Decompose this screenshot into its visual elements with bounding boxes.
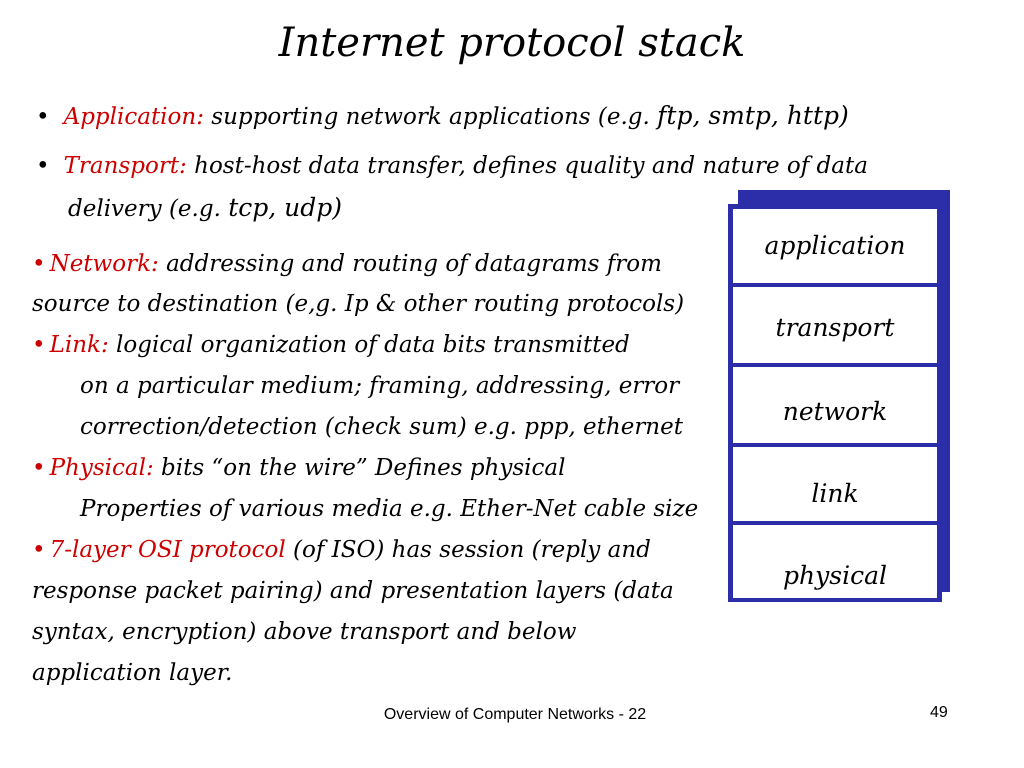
bullet-network-cont: source to destination (e,g. Ip & other r…: [32, 291, 685, 317]
stack-layer-physical: physical: [733, 525, 937, 598]
page-number: 49: [930, 704, 948, 721]
bullet-protocols: ftp, smtp, http): [657, 101, 849, 130]
stack-layer-label: transport: [775, 313, 895, 342]
bullet-osi: •7-layer OSI protocol (of ISO) has sessi…: [32, 530, 651, 570]
bullet-label: Transport:: [63, 153, 187, 179]
stack-layer-application: application: [733, 209, 937, 283]
bullet-osi-cont: response packet pairing) and presentatio…: [32, 578, 674, 604]
bullet-dot-icon: •: [32, 537, 46, 563]
bullet-dot-icon: •: [32, 332, 46, 358]
bullet-text: delivery (e.g.: [68, 196, 221, 222]
bullet-label: Link:: [49, 332, 109, 358]
bullet-dot-icon: •: [36, 153, 50, 179]
bullet-label: Network:: [49, 251, 159, 277]
stack-layer-link: link: [733, 447, 937, 521]
bullet-text: host-host data transfer, defines quality…: [194, 153, 868, 179]
bullet-application: • Application: supporting network applica…: [36, 96, 849, 137]
bullet-label: Application:: [63, 104, 204, 130]
bullet-text: (of ISO) has session (reply and: [293, 537, 651, 563]
bullet-dot-icon: •: [32, 455, 46, 481]
stack-layer-label: application: [764, 231, 906, 260]
bullet-osi-cont: application layer.: [32, 660, 233, 686]
bullet-dot-icon: •: [32, 251, 46, 277]
bullet-text: logical organization of data bits transm…: [116, 332, 630, 358]
bullet-dot-icon: •: [36, 104, 50, 130]
stack-layer-label: network: [782, 397, 888, 426]
bullet-text: bits “on the wire” Defines physical: [161, 455, 566, 481]
stack-layer-label: physical: [783, 561, 887, 590]
bullet-protocols: tcp, udp): [228, 193, 343, 222]
bullet-network: •Network: addressing and routing of data…: [32, 244, 662, 284]
bullet-transport: • Transport: host-host data transfer, def…: [36, 146, 868, 186]
bullet-transport-cont: delivery (e.g. tcp, udp): [68, 188, 342, 229]
bullet-label: Physical:: [49, 455, 154, 481]
stack-layer-network: network: [733, 367, 937, 443]
stack-layer-label: link: [811, 479, 859, 508]
bullet-label: 7-layer OSI protocol: [49, 537, 286, 563]
bullet-link-cont: on a particular medium; framing, address…: [80, 373, 680, 399]
slide-title: Internet protocol stack: [278, 20, 746, 66]
bullet-physical-cont: Properties of various media e.g. Ether-N…: [80, 496, 699, 522]
bullet-text: supporting network applications (e.g.: [211, 104, 650, 130]
bullet-physical: •Physical: bits “on the wire” Defines ph…: [32, 448, 565, 488]
bullet-osi-cont: syntax, encryption) above transport and …: [32, 619, 577, 645]
bullet-link: •Link: logical organization of data bits…: [32, 325, 630, 365]
slide-footer: Overview of Computer Networks - 22: [383, 706, 647, 723]
protocol-stack: application transport network link physi…: [728, 204, 942, 602]
bullet-link-cont: correction/detection (check sum) e.g. pp…: [80, 414, 683, 440]
stack-layer-transport: transport: [733, 287, 937, 363]
bullet-text: addressing and routing of datagrams from: [166, 251, 662, 277]
